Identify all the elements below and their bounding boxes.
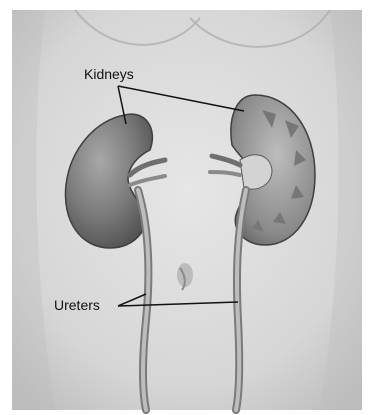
ureters-label: Ureters <box>54 297 100 313</box>
kidneys-label: Kidneys <box>84 66 134 82</box>
